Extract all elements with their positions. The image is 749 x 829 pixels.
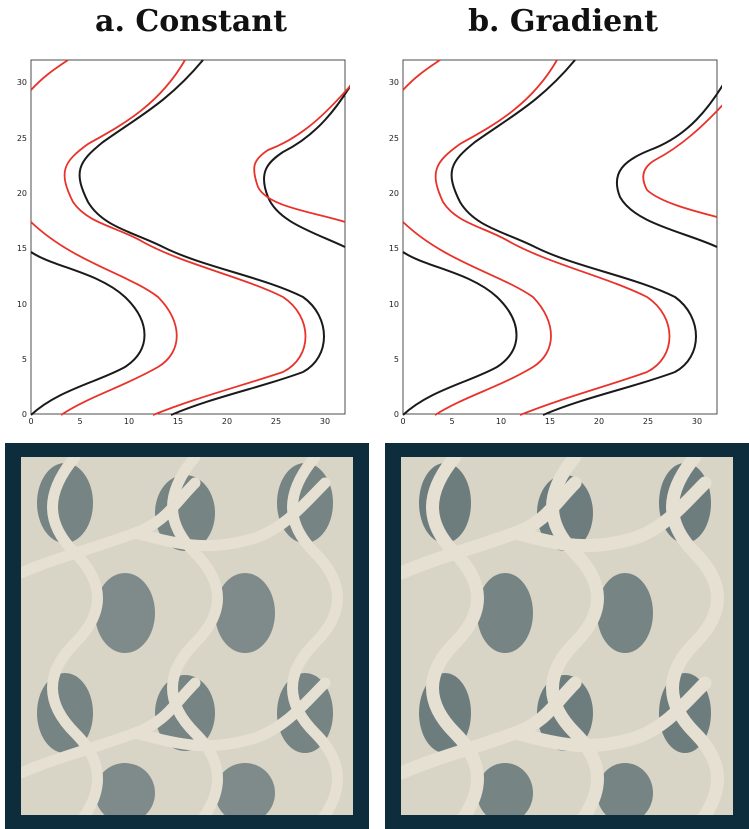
y-tick-label: 30 (389, 78, 399, 87)
x-tick-label: 20 (222, 417, 232, 426)
plot-frame (30, 59, 346, 415)
panel-b-rendered-lattice (385, 443, 749, 829)
x-tick-label: 10 (124, 417, 134, 426)
panel-a-rendered-lattice (5, 443, 369, 829)
x-tick-label: 5 (77, 417, 82, 426)
panel-b-contour-plot: 0 5 10 15 20 25 30 0 5 10 15 20 25 30 (389, 59, 722, 426)
y-tick-label: 15 (389, 244, 399, 253)
y-tick-label: 20 (389, 189, 399, 198)
y-tick-labels: 0 5 10 15 20 25 30 (389, 78, 399, 419)
x-tick-label: 0 (28, 417, 33, 426)
inner-contour-lines (402, 59, 722, 416)
y-tick-labels: 0 5 10 15 20 25 30 (17, 78, 27, 419)
x-tick-label: 30 (320, 417, 330, 426)
outer-contour-lines (30, 59, 350, 416)
y-tick-label: 5 (394, 355, 399, 364)
panel-a-title: a. Constant (95, 4, 287, 39)
outer-contour-lines (402, 59, 722, 416)
y-tick-label: 20 (17, 189, 27, 198)
y-tick-label: 30 (17, 78, 27, 87)
x-tick-label: 15 (545, 417, 555, 426)
x-tick-label: 30 (692, 417, 702, 426)
panel-b-title: b. Gradient (468, 4, 658, 39)
y-tick-label: 15 (17, 244, 27, 253)
x-tick-labels: 0 5 10 15 20 25 30 (28, 417, 330, 426)
plot-frame (402, 59, 718, 415)
y-tick-label: 10 (389, 300, 399, 309)
inner-contour-lines (30, 59, 350, 416)
x-tick-label: 0 (400, 417, 405, 426)
y-tick-label: 25 (17, 134, 27, 143)
x-tick-labels: 0 5 10 15 20 25 30 (400, 417, 702, 426)
lattice-struts (401, 457, 724, 815)
x-tick-label: 25 (643, 417, 653, 426)
y-tick-label: 0 (394, 410, 399, 419)
y-tick-label: 10 (17, 300, 27, 309)
x-tick-label: 25 (271, 417, 281, 426)
x-tick-label: 15 (173, 417, 183, 426)
x-tick-label: 5 (449, 417, 454, 426)
lattice-struts (21, 457, 343, 815)
x-tick-label: 10 (496, 417, 506, 426)
y-tick-label: 0 (22, 410, 27, 419)
x-tick-label: 20 (594, 417, 604, 426)
panel-a-contour-plot: 0 5 10 15 20 25 30 0 5 10 15 20 25 30 (17, 59, 350, 426)
y-tick-label: 5 (22, 355, 27, 364)
y-tick-label: 25 (389, 134, 399, 143)
